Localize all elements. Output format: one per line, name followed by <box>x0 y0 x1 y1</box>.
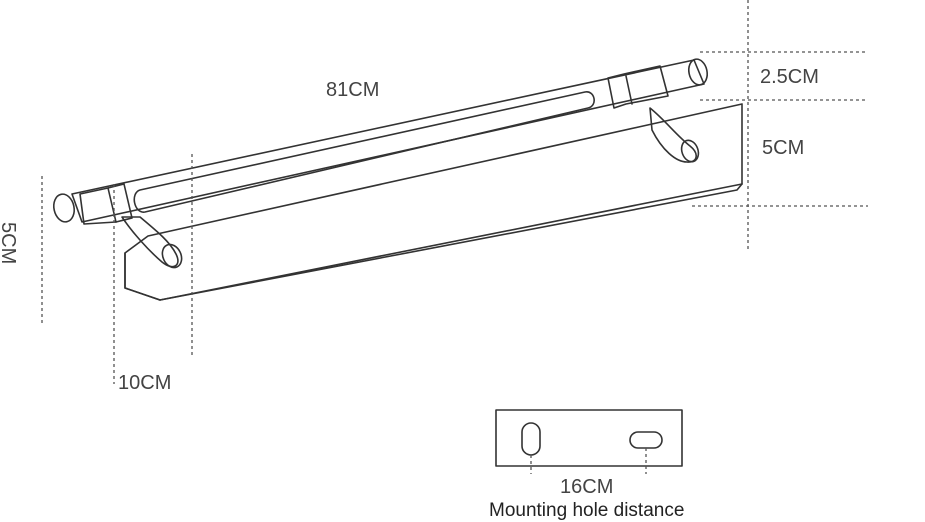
mounting-bracket <box>495 409 683 474</box>
hole-distance-label: 16CM <box>560 476 613 498</box>
horizontal-mounting-hole <box>629 431 663 449</box>
plate-height-label: 5CM <box>762 137 804 159</box>
dimension-lines <box>41 0 868 384</box>
left-arm <box>121 216 183 269</box>
lamp-tube <box>52 58 709 223</box>
left-collar <box>79 183 133 225</box>
length-label: 81CM <box>326 79 379 101</box>
right-arm <box>649 107 700 163</box>
side-height-label: 5CM <box>0 222 19 264</box>
arm-projection-label: 10CM <box>118 372 171 394</box>
vertical-mounting-hole <box>521 422 541 456</box>
right-collar <box>607 65 669 109</box>
tube-diameter-label: 2.5CM <box>760 66 819 88</box>
mounting-plate <box>124 103 743 301</box>
mounting-hole-caption: Mounting hole distance <box>489 500 684 521</box>
